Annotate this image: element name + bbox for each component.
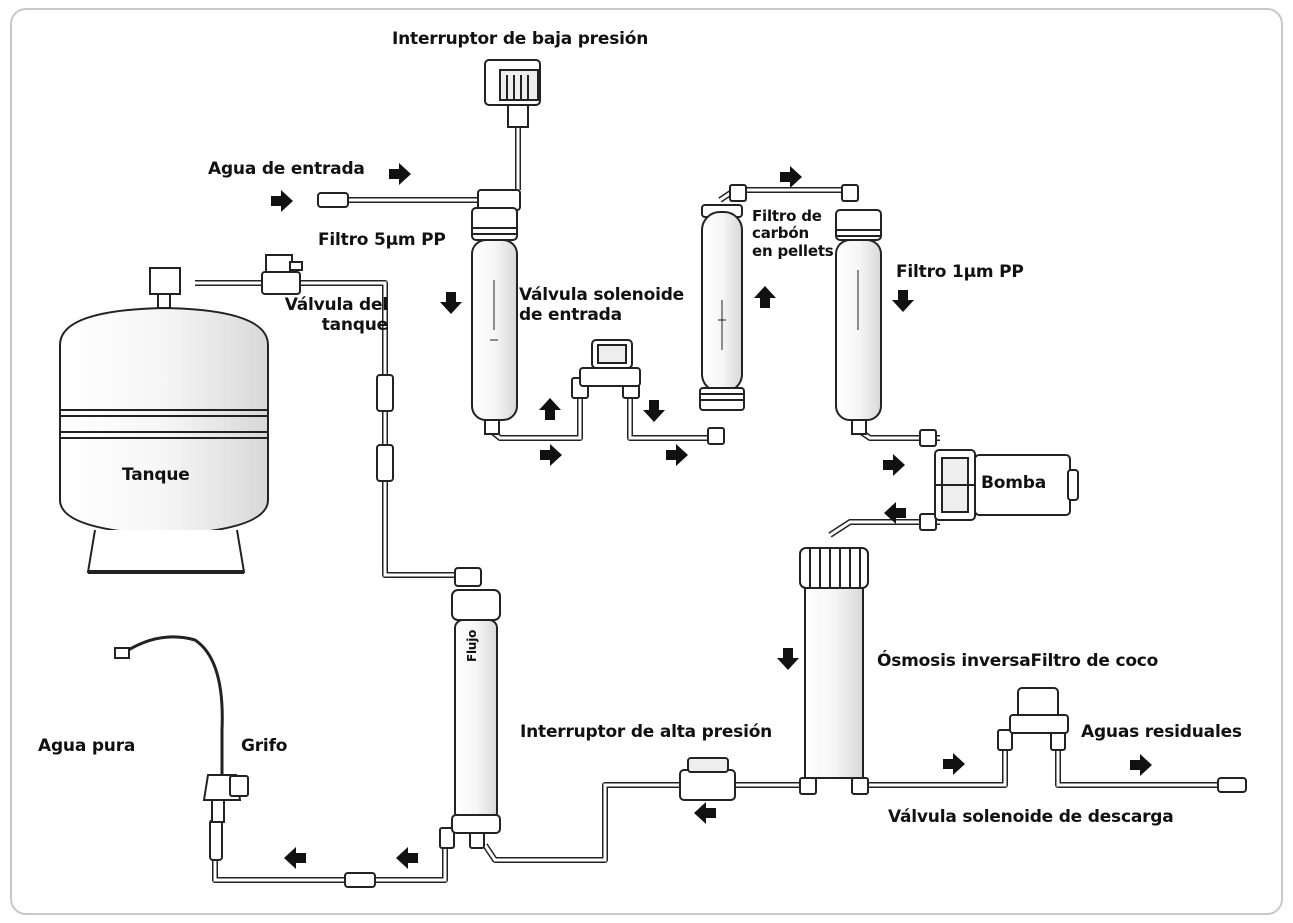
- flush-solenoid-valve-icon: [1009, 687, 1069, 734]
- arrow-left-icon: [694, 802, 716, 824]
- post-filter-icon: [451, 567, 501, 834]
- arrow-left-icon: [396, 847, 418, 869]
- pump-icon: [934, 449, 1079, 521]
- tank-valve-icon: [261, 254, 303, 295]
- label-flush-solenoid: Válvula solenoide de descarga: [888, 807, 1174, 827]
- label-tank: Tanque: [122, 465, 190, 485]
- arrow-down-icon: [777, 648, 799, 670]
- label-carbon-line2: carbón: [752, 224, 809, 243]
- faucet-icon: [114, 635, 249, 823]
- label-tank-valve-line1: Válvula del: [284, 295, 388, 315]
- label-carbon-line1: Filtro de: [752, 207, 822, 225]
- arrow-right-icon: [883, 454, 905, 476]
- label-ro-coconut: Ósmosis inversaFiltro de coco: [877, 651, 1159, 671]
- label-low-pressure-switch: Interruptor de baja presión: [392, 29, 649, 49]
- label-pure-water: Agua pura: [38, 736, 136, 756]
- carbon-filter-icon: [699, 204, 745, 411]
- arrow-up-icon: [754, 286, 776, 308]
- label-filter-5um: Filtro 5µm PP: [318, 230, 446, 250]
- ro-membrane-housing-icon: [799, 547, 869, 779]
- label-inlet-solenoid-line2: de entrada: [519, 304, 622, 325]
- label-carbon-filter: Filtro de carbón en pellets: [752, 207, 834, 260]
- arrow-down-icon: [892, 290, 914, 312]
- label-tank-valve-line2: tanque: [321, 314, 389, 335]
- label-tank-valve: Válvula del tanque: [258, 295, 389, 335]
- filter-5um-housing-icon: [471, 207, 518, 435]
- label-high-pressure-switch: Interruptor de alta presión: [520, 722, 773, 742]
- label-inlet-solenoid: Válvula solenoide de entrada: [519, 285, 684, 325]
- tank-icon: [59, 267, 269, 574]
- flow-arrows: [271, 163, 1152, 869]
- label-inlet-water: Agua de entrada: [208, 159, 365, 179]
- arrow-down-icon: [643, 400, 665, 422]
- label-faucet: Grifo: [241, 736, 288, 756]
- label-pump: Bomba: [981, 473, 1046, 493]
- label-inlet-solenoid-line1: Válvula solenoide: [519, 285, 684, 305]
- high-pressure-switch-icon: [679, 757, 736, 801]
- arrow-right-icon: [666, 444, 688, 466]
- label-carbon-line3: en pellets: [752, 241, 834, 260]
- arrow-left-icon: [284, 847, 306, 869]
- arrow-right-icon: [389, 163, 411, 185]
- arrow-right-icon: [943, 753, 965, 775]
- arrow-down-icon: [440, 292, 462, 314]
- low-pressure-switch-icon: [477, 59, 541, 211]
- arrow-right-icon: [1130, 754, 1152, 776]
- arrow-right-icon: [271, 190, 293, 212]
- arrow-right-icon: [780, 166, 802, 188]
- label-waste-water: Aguas residuales: [1081, 722, 1242, 742]
- inlet-solenoid-valve-icon: [579, 339, 641, 387]
- arrow-up-icon: [539, 398, 561, 420]
- arrow-left-icon: [884, 502, 906, 524]
- label-flow: Flujo: [465, 629, 479, 662]
- label-filter-1um: Filtro 1µm PP: [896, 262, 1024, 282]
- diagram-frame: [10, 8, 1283, 915]
- filter-1um-icon: [835, 209, 882, 435]
- arrow-right-icon: [540, 444, 562, 466]
